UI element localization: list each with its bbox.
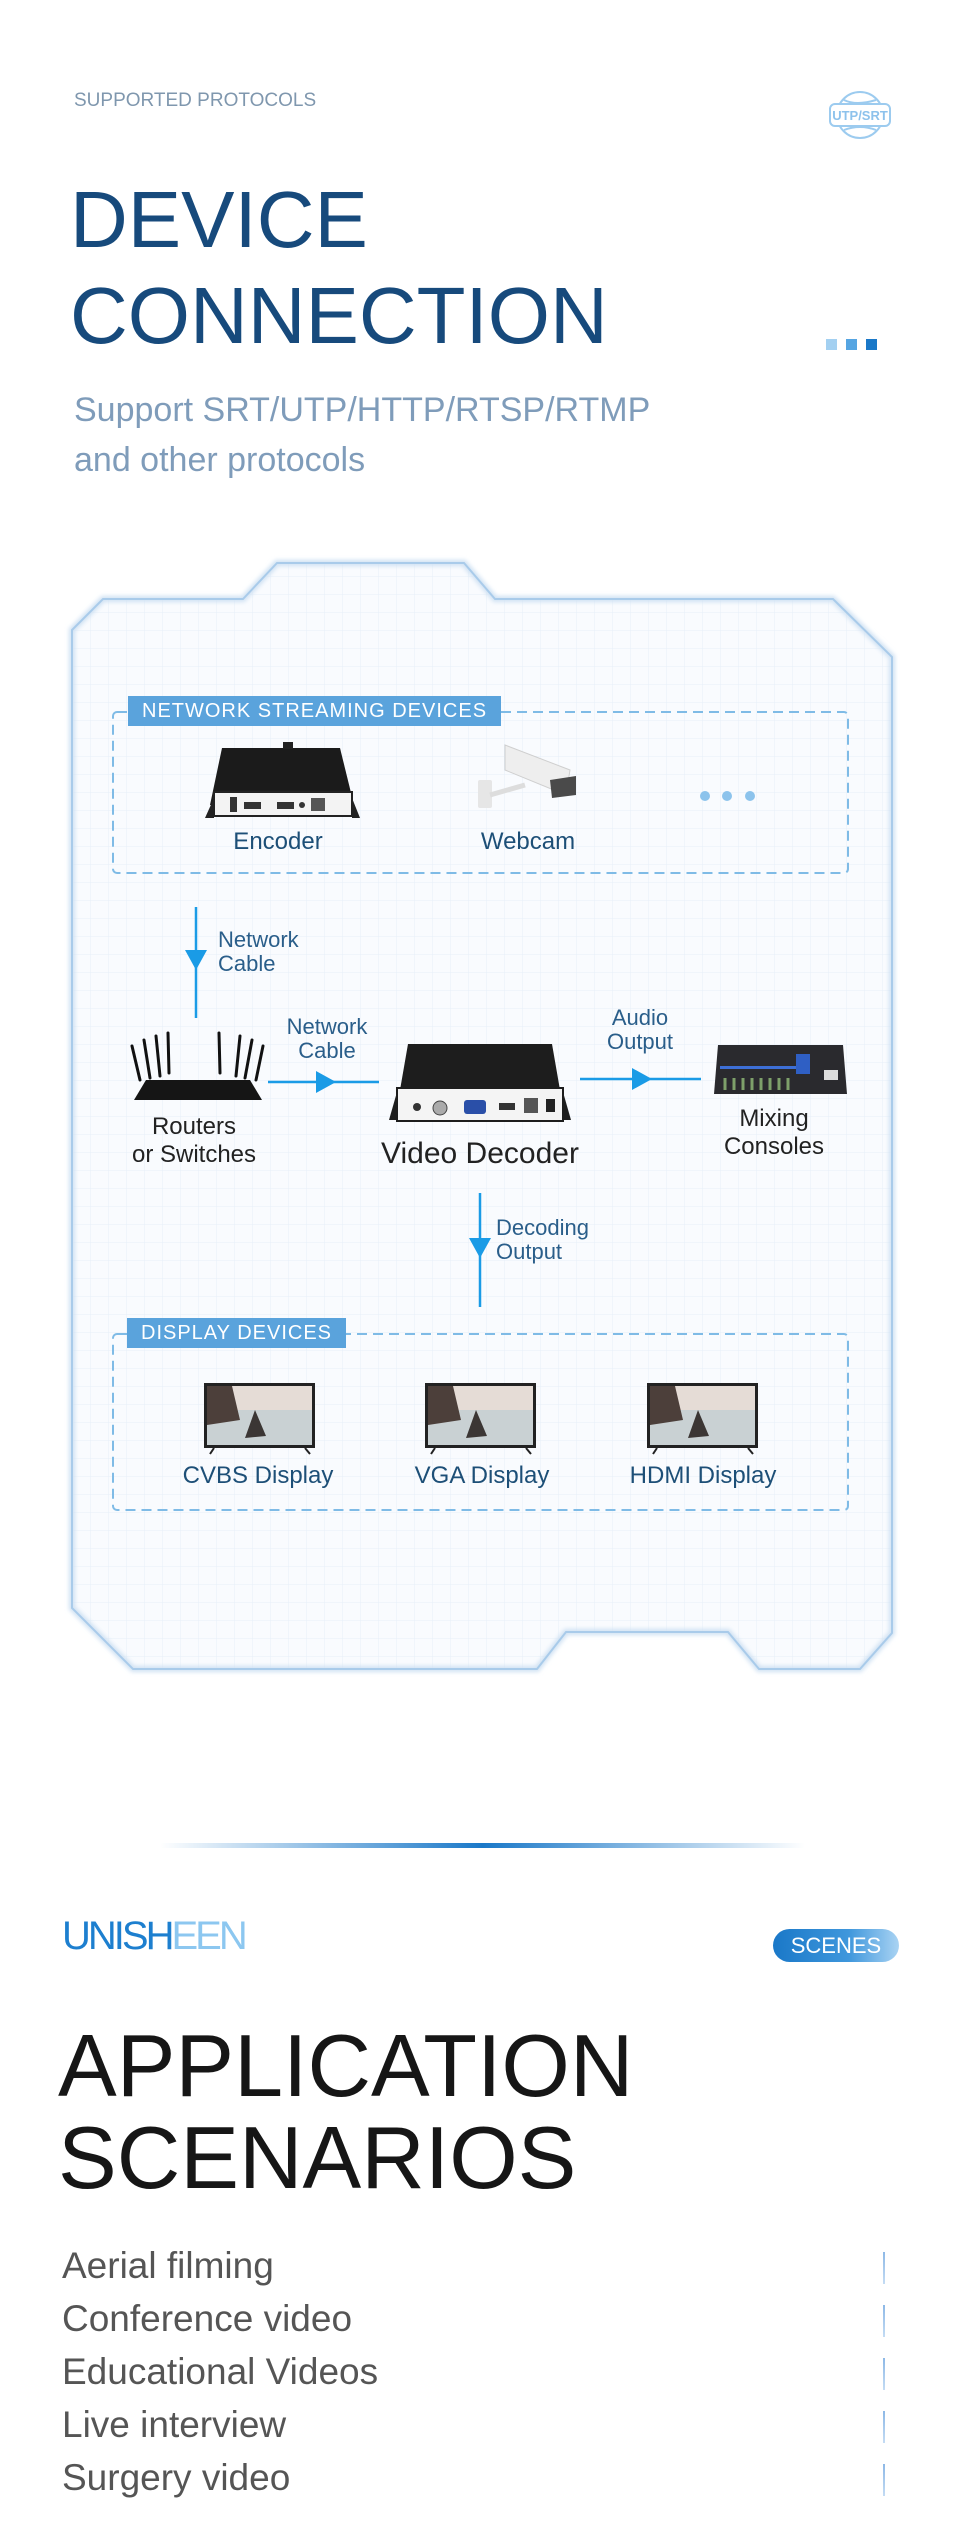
scenario-item: Conference video xyxy=(62,2298,353,2339)
decor-square-mid xyxy=(846,339,857,350)
scenarios-title: APPLICATION SCENARIOS xyxy=(58,2020,633,2204)
scenario-marker xyxy=(883,2411,885,2443)
scenario-item: Surgery video xyxy=(62,2457,291,2498)
link-label-line: Output xyxy=(606,1029,674,1054)
device-label-router: Routers or Switches xyxy=(132,1113,256,1169)
arrowhead-down-2 xyxy=(469,1238,491,1258)
scenario-item: Educational Videos xyxy=(62,2351,379,2392)
brand-logo: UNISHEEN xyxy=(62,1912,248,1960)
title-line-1: DEVICE xyxy=(70,175,368,264)
label-line: Routers xyxy=(151,1113,237,1140)
streaming-group-label: NETWORK STREAMING DEVICES xyxy=(128,696,502,726)
protocol-badge-text: UTP/SRT xyxy=(832,108,888,123)
logo-part-1: UNISH xyxy=(62,1914,174,1958)
link-label-line: Cable xyxy=(298,1038,356,1063)
router-icon xyxy=(130,1031,265,1100)
scenario-marker xyxy=(883,2252,885,2284)
link-label-line: Cable xyxy=(218,951,276,976)
device-label-hdmi: HDMI Display xyxy=(629,1462,777,1489)
scenario-item: Live interview xyxy=(62,2404,287,2445)
link-label-line: Network xyxy=(286,1014,368,1039)
encoder-icon xyxy=(205,742,360,818)
scenes-tag: SCENES xyxy=(773,1929,899,1962)
scenario-marker xyxy=(883,2305,885,2337)
scenario-marker xyxy=(883,2358,885,2390)
label-line: Consoles xyxy=(723,1133,825,1160)
page-subtitle: Support SRT/UTP/HTTP/RTSP/RTMP and other… xyxy=(74,385,650,485)
device-label-decoder: Video Decoder xyxy=(381,1137,579,1170)
subtitle-line-1: Support SRT/UTP/HTTP/RTSP/RTMP xyxy=(74,391,651,429)
section-divider xyxy=(160,1843,805,1848)
link-label-decoder-mixer: Audio Output xyxy=(607,1006,673,1054)
link-label-router-decoder: Network Cable xyxy=(287,1015,368,1063)
link-label-line: Network xyxy=(218,927,299,952)
label-line: Mixing xyxy=(739,1105,809,1132)
scenarios-title-line-2: SCENARIOS xyxy=(58,2108,577,2207)
globe-badge-icon: UTP/SRT xyxy=(826,88,894,142)
section-eyebrow: SUPPORTED PROTOCOLS xyxy=(74,90,317,111)
device-label-webcam: Webcam xyxy=(480,828,576,855)
link-label-line: Decoding xyxy=(496,1215,589,1240)
tv-cvbs-icon xyxy=(204,1383,315,1455)
device-label-vga: VGA Display xyxy=(414,1462,550,1489)
webcam-icon xyxy=(478,744,576,808)
device-label-encoder: Encoder xyxy=(233,828,323,855)
arrowhead-right-2 xyxy=(632,1068,652,1090)
scenario-item: Aerial filming xyxy=(62,2245,274,2286)
device-label-mixer: Mixing Consoles xyxy=(724,1105,824,1161)
link-label-line: Audio xyxy=(611,1005,669,1030)
link-label-group-router: Network Cable xyxy=(218,928,299,976)
subtitle-line-2: and other protocols xyxy=(74,441,366,479)
tv-hdmi-icon xyxy=(647,1383,758,1455)
page-title: DEVICE CONNECTION xyxy=(70,172,608,364)
link-label-line: Output xyxy=(496,1239,563,1264)
scenario-marker xyxy=(883,2464,885,2496)
logo-part-2: EEN xyxy=(171,1914,247,1958)
decor-square-light xyxy=(826,339,837,350)
title-line-2: CONNECTION xyxy=(70,271,608,360)
device-label-cvbs: CVBS Display xyxy=(182,1462,334,1489)
display-group-label: DISPLAY DEVICES xyxy=(127,1318,346,1348)
tv-vga-icon xyxy=(425,1383,536,1455)
arrowhead-right-1 xyxy=(316,1071,336,1093)
link-label-decoder-display: Decoding Output xyxy=(496,1216,589,1264)
scenarios-title-line-1: APPLICATION xyxy=(58,2016,634,2115)
ellipsis-icon xyxy=(700,791,755,801)
video-decoder-icon xyxy=(389,1044,571,1122)
mixing-console-icon xyxy=(714,1045,847,1094)
arrowhead-down-1 xyxy=(185,950,207,970)
decor-square-dark xyxy=(866,339,877,350)
label-line: or Switches xyxy=(131,1141,257,1168)
